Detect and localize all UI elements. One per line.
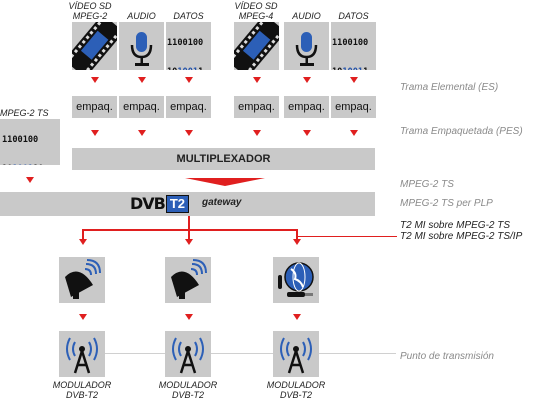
header-mpeg2-ts: MPEG-2 TS xyxy=(0,108,49,118)
arrow-down-icon xyxy=(79,314,87,320)
label-trama-empaquetada: Trama Empaquetada (PES) xyxy=(400,126,523,137)
arrow-down-icon xyxy=(91,130,99,136)
arrow-down-icon xyxy=(79,239,87,245)
header-audio-2: AUDIO xyxy=(292,11,321,21)
satellite-tile xyxy=(165,257,211,303)
satellite-dish-icon xyxy=(171,259,207,299)
empaq-box: empaq. xyxy=(119,96,164,118)
arrow-down-icon xyxy=(253,77,261,83)
antenna-icon xyxy=(280,337,312,374)
audio-1-tile xyxy=(119,22,164,70)
data-2-tile: 1100100 1010011 0011100 1010011 0101010 xyxy=(331,22,376,70)
arrow-down-icon xyxy=(138,77,146,83)
modulator-label: MODULADOR DVB-T2 xyxy=(266,380,326,400)
connector-line xyxy=(188,216,190,230)
arrow-down-icon xyxy=(185,130,193,136)
arrow-down-icon xyxy=(253,130,261,136)
film-icon xyxy=(72,22,117,70)
connector-line xyxy=(188,229,190,239)
antenna-tile xyxy=(273,331,319,377)
audio-2-tile xyxy=(284,22,329,70)
connector-line xyxy=(296,229,298,239)
header-datos-2: DATOS xyxy=(338,11,369,21)
arrow-down-icon xyxy=(303,130,311,136)
label-trama-elemental: Trama Elemental (ES) xyxy=(400,82,499,93)
antenna-tile xyxy=(165,331,211,377)
empaq-box: empaq. xyxy=(72,96,117,118)
label-t2mi: T2 MI sobre MPEG-2 TS xyxy=(400,220,511,231)
header-video-mpeg4: VÍDEO SD MPEG-4 xyxy=(234,1,278,21)
mpeg2-ts-data-tile: 1100100 10100110 00111001 1010011 010101… xyxy=(0,119,60,165)
binary-data-icon: 1100100 1010011 0011100 1010011 0101010 xyxy=(332,37,369,70)
antenna-icon xyxy=(66,337,98,374)
arrow-down-icon xyxy=(303,77,311,83)
video-mpeg2-tile xyxy=(72,22,117,70)
transmission-line xyxy=(211,353,273,354)
header-audio-1: AUDIO xyxy=(127,11,156,21)
arrow-down-icon xyxy=(185,77,193,83)
film-icon xyxy=(234,22,279,70)
transmission-line xyxy=(105,353,165,354)
t2-logo-text: T2 xyxy=(165,195,190,213)
label-t2mi-ip: T2 MI sobre MPEG-2 TS/IP xyxy=(400,231,523,242)
empaq-box: empaq. xyxy=(234,96,279,118)
multiplexer-label: MULTIPLEXADOR xyxy=(176,153,271,165)
header-datos-1: DATOS xyxy=(173,11,204,21)
binary-data-icon: 1100100 1010011 0011100 1010011 0101010 xyxy=(167,37,204,70)
label-punto-transmision: Punto de transmisión xyxy=(400,351,494,362)
satellite-tile xyxy=(59,257,105,303)
arrow-down-icon xyxy=(350,77,358,83)
empaq-box: empaq. xyxy=(331,96,376,118)
binary-data-icon: 1100100 10100110 00111001 1010011 010101… xyxy=(2,134,43,165)
gateway-label: gateway xyxy=(202,197,242,208)
arrow-down-icon xyxy=(26,177,34,183)
microphone-icon xyxy=(130,32,153,66)
antenna-tile xyxy=(59,331,105,377)
empaq-box: empaq. xyxy=(284,96,329,118)
transmission-line xyxy=(319,353,396,354)
label-mpeg2-ts: MPEG-2 TS xyxy=(400,179,454,190)
connector-line xyxy=(82,229,84,239)
connector-line xyxy=(296,236,397,237)
arrow-down-icon xyxy=(350,130,358,136)
header-video-mpeg2: VÍDEO SD MPEG-2 xyxy=(68,1,112,21)
globe-icon xyxy=(278,262,314,297)
wedge-arrow-icon xyxy=(185,178,265,186)
label-mpeg2-ts-plp: MPEG-2 TS per PLP xyxy=(400,198,493,209)
modulator-label: MODULADOR DVB-T2 xyxy=(158,380,218,400)
modulator-label: MODULADOR DVB-T2 xyxy=(52,380,112,400)
multiplexer-bar: MULTIPLEXADOR xyxy=(72,148,375,170)
arrow-down-icon xyxy=(293,314,301,320)
empaq-box: empaq. xyxy=(166,96,211,118)
video-mpeg4-tile xyxy=(234,22,279,70)
antenna-icon xyxy=(172,337,204,374)
dvb-logo-text: DVB xyxy=(130,194,166,213)
arrow-down-icon xyxy=(185,314,193,320)
microphone-icon xyxy=(295,32,318,66)
data-1-tile: 1100100 1010011 0011100 1010011 0101010 xyxy=(166,22,211,70)
arrow-down-icon xyxy=(293,239,301,245)
globe-tile xyxy=(273,257,319,303)
arrow-down-icon xyxy=(185,239,193,245)
satellite-dish-icon xyxy=(65,259,101,299)
arrow-down-icon xyxy=(91,77,99,83)
arrow-down-icon xyxy=(138,130,146,136)
